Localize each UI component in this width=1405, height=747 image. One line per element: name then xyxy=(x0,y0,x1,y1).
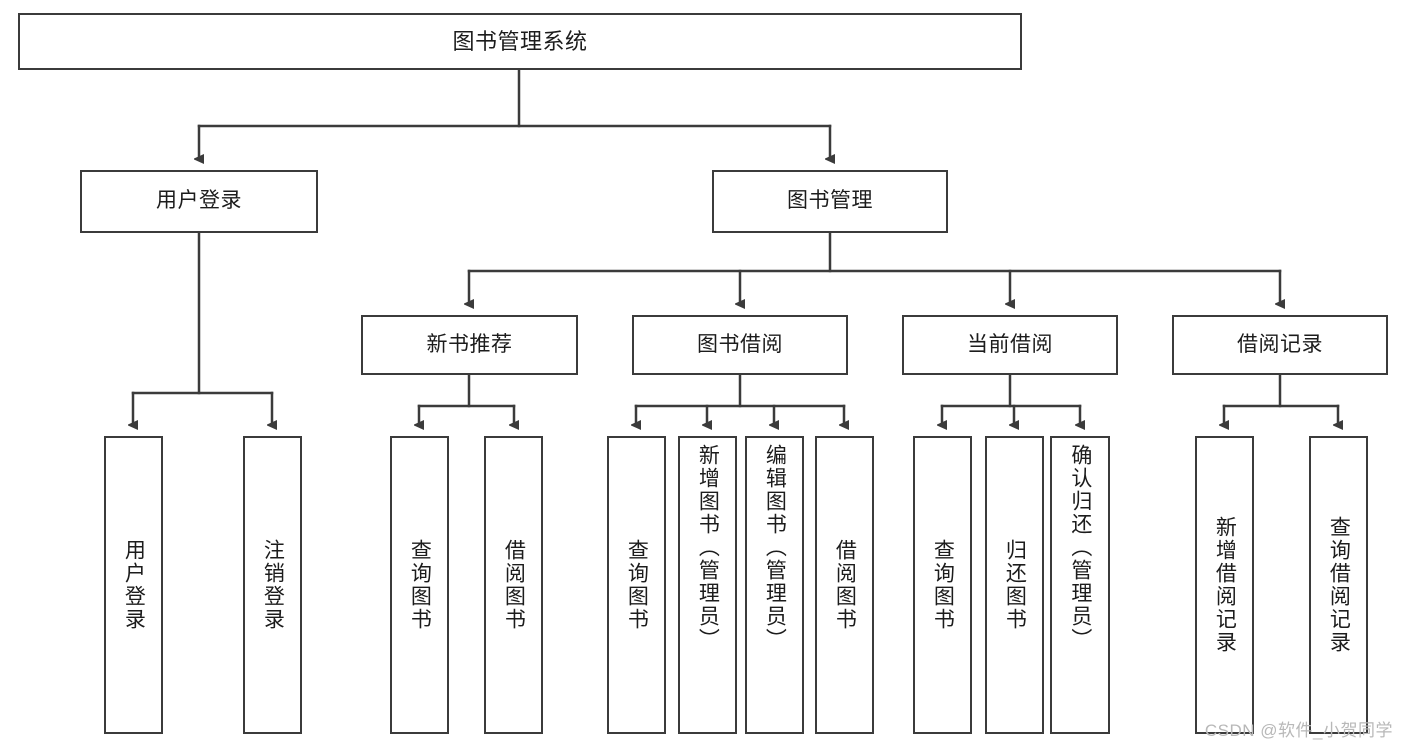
node-leaf-edit-book-admin-label: 编辑图书（管理员） xyxy=(763,444,787,651)
node-current-borrow-label: 当前借阅 xyxy=(967,332,1053,356)
node-leaf-query-book-current[interactable]: 查询图书 xyxy=(913,436,972,734)
node-leaf-query-borrow-record-label: 查询借阅记录 xyxy=(1327,516,1351,654)
node-leaf-add-borrow-record[interactable]: 新增借阅记录 xyxy=(1195,436,1254,734)
node-book-management-label: 图书管理 xyxy=(787,189,873,213)
node-leaf-query-book-newbook-label: 查询图书 xyxy=(408,539,432,631)
node-user-login-label: 用户登录 xyxy=(156,189,242,213)
node-borrow-record-label: 借阅记录 xyxy=(1237,332,1323,356)
node-leaf-return-book-label: 归还图书 xyxy=(1003,539,1027,631)
node-book-borrow[interactable]: 图书借阅 xyxy=(632,315,848,375)
node-borrow-record[interactable]: 借阅记录 xyxy=(1172,315,1388,375)
node-leaf-borrow-book[interactable]: 借阅图书 xyxy=(815,436,874,734)
node-leaf-return-book[interactable]: 归还图书 xyxy=(985,436,1044,734)
node-new-book-recommend-label: 新书推荐 xyxy=(426,332,513,356)
node-leaf-query-book-borrow[interactable]: 查询图书 xyxy=(607,436,666,734)
node-root-book-management-system[interactable]: 图书管理系统 xyxy=(18,13,1022,70)
node-leaf-confirm-return-admin[interactable]: 确认归还（管理员） xyxy=(1050,436,1110,734)
node-root-label: 图书管理系统 xyxy=(452,28,588,54)
node-leaf-add-book-admin-label: 新增图书（管理员） xyxy=(696,444,720,651)
node-leaf-query-book-current-label: 查询图书 xyxy=(931,539,955,631)
node-leaf-add-borrow-record-label: 新增借阅记录 xyxy=(1213,516,1237,654)
node-leaf-query-book-newbook[interactable]: 查询图书 xyxy=(390,436,449,734)
node-current-borrow[interactable]: 当前借阅 xyxy=(902,315,1118,375)
node-leaf-user-login-label: 用户登录 xyxy=(122,539,146,631)
node-leaf-user-login[interactable]: 用户登录 xyxy=(104,436,163,734)
node-user-login[interactable]: 用户登录 xyxy=(80,170,318,233)
node-new-book-recommend[interactable]: 新书推荐 xyxy=(361,315,578,375)
node-leaf-add-book-admin[interactable]: 新增图书（管理员） xyxy=(678,436,737,734)
node-leaf-borrow-book-newbook-label: 借阅图书 xyxy=(502,539,526,631)
node-leaf-query-book-borrow-label: 查询图书 xyxy=(625,539,649,631)
node-leaf-edit-book-admin[interactable]: 编辑图书（管理员） xyxy=(745,436,804,734)
node-book-management[interactable]: 图书管理 xyxy=(712,170,948,233)
node-leaf-confirm-return-admin-label: 确认归还（管理员） xyxy=(1068,444,1092,651)
node-leaf-logout[interactable]: 注销登录 xyxy=(243,436,302,734)
node-book-borrow-label: 图书借阅 xyxy=(697,332,783,356)
node-leaf-logout-label: 注销登录 xyxy=(261,539,285,631)
node-leaf-borrow-book-label: 借阅图书 xyxy=(833,539,857,631)
node-leaf-borrow-book-newbook[interactable]: 借阅图书 xyxy=(484,436,543,734)
node-leaf-query-borrow-record[interactable]: 查询借阅记录 xyxy=(1309,436,1368,734)
